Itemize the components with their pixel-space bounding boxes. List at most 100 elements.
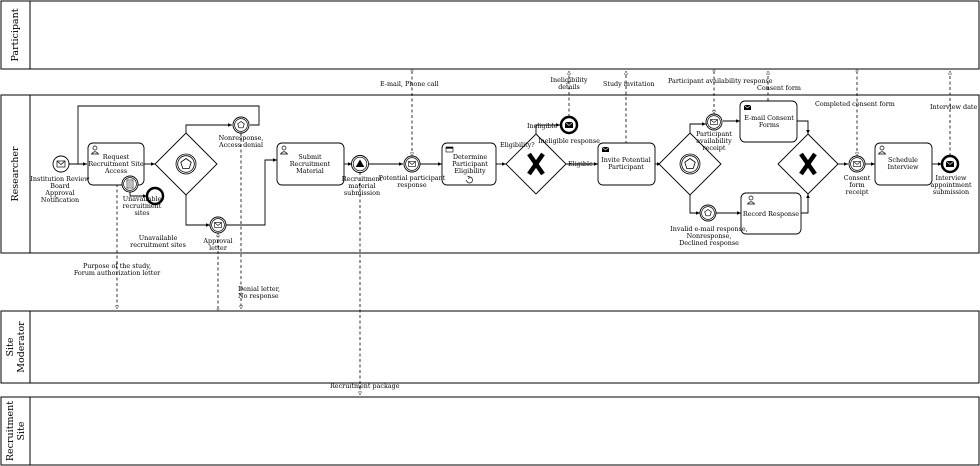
potential-response-label-1: Potential participant xyxy=(379,174,446,182)
lane-recruitment-site-label-2: Site xyxy=(16,421,27,440)
pool-site-moderator: Site Moderator xyxy=(0,310,980,384)
task-schedule-label-2: Interview xyxy=(888,163,919,171)
user-icon xyxy=(746,195,756,205)
invalid-email-label-3: Declined response xyxy=(679,239,739,247)
boundary-event-unavailable[interactable] xyxy=(121,175,139,193)
task-schedule-label-1: Schedule xyxy=(888,156,918,164)
msg-denial-2: No response xyxy=(238,292,279,300)
end-event-interview-submission[interactable] xyxy=(940,154,960,174)
task-invite-label-2: Participant xyxy=(608,163,644,171)
consent-receipt-label-2: form xyxy=(849,181,864,189)
lane-site-moderator-label-2: Moderator xyxy=(16,321,27,373)
task-record-response-label: Record Response xyxy=(743,210,799,218)
nonresponse-label-1: Nonresponse, xyxy=(219,134,264,142)
msg-recruitment-package: Recruitment package xyxy=(330,382,400,390)
recruitment-submission-label-3: submission xyxy=(344,189,380,197)
task-determine-eligibility[interactable]: Determine Participant Eligibility xyxy=(441,142,497,186)
task-email-consent[interactable]: E-mail Consent Forms xyxy=(739,100,798,143)
task-determine-eligibility-label-3: Eligibility xyxy=(454,167,486,175)
unavailable-end-label-1: Unavailable xyxy=(139,234,178,242)
eligibility-label: Eligibility? xyxy=(500,141,535,149)
msg-interview-date: Interview date xyxy=(930,103,977,111)
user-icon xyxy=(877,145,887,155)
intermediate-event-recruitment-submission[interactable] xyxy=(351,155,369,173)
envelope-icon xyxy=(853,161,861,167)
envelope-filled-icon xyxy=(564,121,574,128)
message-flows xyxy=(117,71,950,395)
exclusive-gateway-merge[interactable] xyxy=(777,133,839,195)
start-label-1: Institution Review xyxy=(30,175,90,183)
task-request-access[interactable]: Request Recruitment Site Access xyxy=(87,142,145,186)
interview-submission-label-2: appointment xyxy=(930,181,972,189)
conditional-icon xyxy=(126,179,134,189)
approval-letter-label-2: letter xyxy=(209,244,228,252)
msg-purpose-1: Purpose of the study, xyxy=(83,262,151,270)
intermediate-event-consent-receipt[interactable] xyxy=(848,155,866,173)
interview-submission-label-1: Interview xyxy=(936,174,967,182)
interview-submission-label-3: submission xyxy=(933,188,969,196)
consent-receipt-label-3: receipt xyxy=(846,188,869,196)
unavailable-attached-label-3: sites xyxy=(135,209,150,217)
availability-receipt-label-2: availability xyxy=(696,137,732,145)
msg-study-invitation: Study invitation xyxy=(603,80,655,88)
end-event-unavailable[interactable] xyxy=(145,186,165,206)
send-envelope-icon xyxy=(743,104,752,110)
start-label-3: Approval xyxy=(44,189,74,197)
intermediate-event-approval-letter[interactable] xyxy=(209,216,227,234)
end-event-ineligible[interactable] xyxy=(559,115,579,135)
recruitment-submission-label-1: Recruitment xyxy=(342,175,383,183)
user-icon xyxy=(90,145,100,155)
send-envelope-icon xyxy=(601,146,610,152)
business-rule-icon xyxy=(445,146,454,153)
user-icon xyxy=(279,145,289,155)
potential-response-label-2: response xyxy=(397,181,426,189)
task-invite-label-1: Invite Potential xyxy=(601,156,651,164)
pool-participant: Participant xyxy=(0,0,980,70)
eligible-label: Eligible xyxy=(568,160,593,168)
loop-icon xyxy=(466,175,473,184)
triangle-signal-icon xyxy=(355,159,365,167)
intermediate-event-availability-receipt[interactable] xyxy=(705,113,723,131)
task-request-access-label-2: Recruitment Site xyxy=(88,160,144,168)
task-determine-eligibility-label-2: Participant xyxy=(452,160,488,168)
task-submit-material[interactable]: Submit Recruitment Material xyxy=(276,142,345,186)
unavailable-end-label-2: recruitment sites xyxy=(130,241,186,249)
availability-receipt-label-3: receipt xyxy=(703,144,726,152)
nonresponse-label-2: Access denial xyxy=(218,141,263,149)
task-schedule-interview[interactable]: Schedule Interview xyxy=(874,142,933,186)
task-email-consent-label-2: Forms xyxy=(759,121,779,129)
pentagon-icon xyxy=(684,158,696,169)
availability-receipt-label-1: Participant xyxy=(696,130,732,138)
pool-recruitment-site: Recruitment Site xyxy=(0,396,980,466)
lane-site-moderator-label-1: Site xyxy=(5,337,16,356)
envelope-icon xyxy=(408,161,416,167)
lane-recruitment-site-label-1: Recruitment xyxy=(5,401,16,461)
pentagon-icon xyxy=(180,158,192,169)
flow-labels: Eligibility? Ineligible Eligible xyxy=(500,122,593,168)
msg-denial-1: Denial letter, xyxy=(238,285,280,293)
msg-ineligibility-details-2: details xyxy=(558,83,580,91)
task-request-access-label-1: Request xyxy=(103,153,130,161)
start-event-irb-approval[interactable] xyxy=(52,155,70,173)
intermediate-event-invalid-email[interactable] xyxy=(699,204,717,222)
event-based-gateway-2[interactable] xyxy=(658,132,722,196)
task-determine-eligibility-label-1: Determine xyxy=(453,153,488,161)
x-marker-icon xyxy=(799,152,817,176)
pentagon-icon xyxy=(704,209,712,217)
lane-participant-label: Participant xyxy=(10,8,21,61)
msg-completed-consent: Completed consent form xyxy=(815,100,895,108)
intermediate-event-nonresponse[interactable] xyxy=(232,116,250,134)
envelope-filled-icon xyxy=(945,160,955,167)
exclusive-gateway-eligibility[interactable] xyxy=(505,133,567,195)
envelope-icon xyxy=(56,160,66,168)
lane-researcher-label: Researcher xyxy=(10,146,21,202)
intermediate-event-potential-response[interactable] xyxy=(403,155,421,173)
event-labels: Institution Review Board Approval Notifi… xyxy=(30,130,972,252)
task-record-response[interactable]: Record Response xyxy=(740,192,802,235)
consent-receipt-label-1: Consent xyxy=(844,174,871,182)
event-based-gateway-1[interactable] xyxy=(154,132,218,196)
task-invite-participant[interactable]: Invite Potential Participant xyxy=(597,142,656,186)
recruitment-submission-label-2: material xyxy=(348,182,375,190)
task-submit-material-label-2: Recruitment xyxy=(290,160,331,168)
